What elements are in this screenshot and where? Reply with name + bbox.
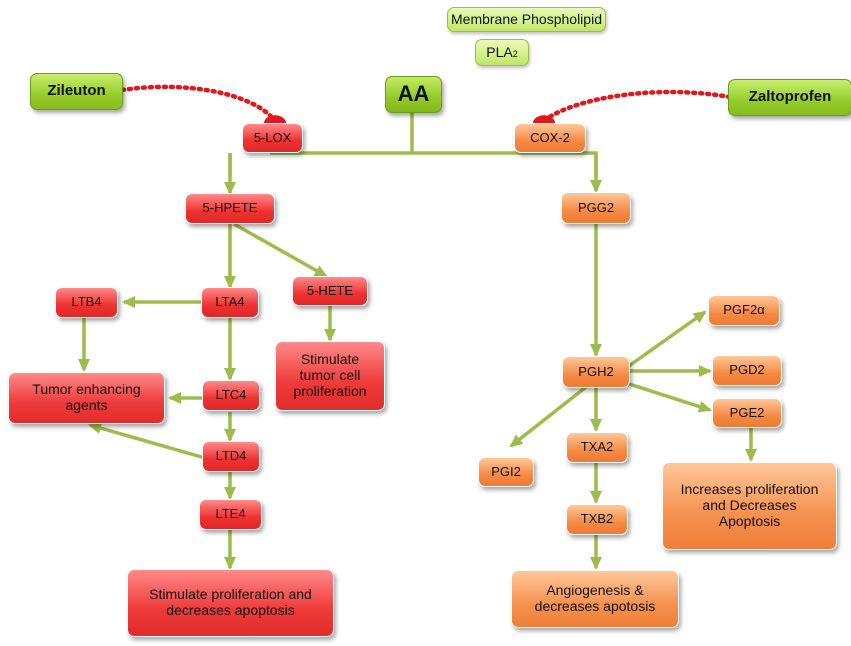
- ltb4-label: LTB4: [71, 294, 102, 310]
- zaltoprofen-inhibition-cap: [533, 115, 555, 123]
- txa2-node: TXA2: [566, 432, 628, 463]
- 5-hpete-node: 5-HPETE: [185, 193, 275, 224]
- tumor-enhancing-agents-node: Tumor enhancing agents: [8, 372, 165, 424]
- txb2-label: TXB2: [580, 511, 614, 527]
- txa2-label: TXA2: [580, 439, 614, 455]
- stimulate-tumor-cell-node: Stimulate tumor cell proliferation: [275, 341, 385, 411]
- pgh2-label: PGH2: [578, 363, 614, 379]
- pgg2-label: PGG2: [577, 199, 615, 215]
- txb2-node: TXB2: [566, 504, 628, 535]
- zaltoprofen-inhibition-curve: [542, 89, 733, 123]
- stimulate-proliferation-node: Stimulate proliferation and decreases ap…: [127, 569, 334, 637]
- pgg2-node: PGG2: [561, 192, 631, 224]
- pla2-label: PLA2: [486, 43, 518, 60]
- pgf2a-label: PGF2α: [723, 302, 765, 318]
- lte4-node: LTE4: [199, 499, 262, 530]
- angiogenesis-node: Angiogenesis & decreases apotosis: [511, 570, 679, 628]
- ltc4-label: LTC4: [215, 387, 247, 403]
- tumor-enhancing-agents-label: Tumor enhancing agents: [32, 381, 141, 413]
- stimulate-tumor-cell-label: Stimulate tumor cell proliferation: [293, 351, 367, 399]
- increases-proliferation-label: Increases proliferation and Decreases Ap…: [680, 481, 819, 529]
- membrane-phospholipid-label: Membrane Phospholipid: [451, 10, 602, 27]
- 5-hete-label: 5-HETE: [306, 282, 354, 298]
- aa-node: AA: [385, 76, 442, 113]
- cox-2-node: COX-2: [514, 123, 586, 153]
- pgi2-label: PGI2: [491, 463, 521, 479]
- zaltoprofen-node: Zaltoprofen: [728, 79, 851, 116]
- 5-lox-node: 5-LOX: [242, 123, 303, 153]
- arrow-5hpete-5hete: [233, 222, 328, 278]
- arrow-ltd4-tumor: [88, 422, 206, 460]
- cox-2-label: COX-2: [530, 129, 570, 145]
- zileuton-inhibition-cap: [264, 115, 286, 123]
- stimulate-proliferation-label: Stimulate proliferation and decreases ap…: [149, 586, 312, 618]
- ltb4-node: LTB4: [55, 287, 118, 318]
- arrow-pgh2-pgi2: [509, 385, 588, 448]
- aa-label: AA: [397, 81, 430, 107]
- arrow-pgh2-pgf2a: [624, 310, 707, 370]
- right-branch-line: [552, 151, 598, 177]
- 5-hete-node: 5-HETE: [292, 276, 368, 306]
- pge2-label: PGE2: [729, 404, 765, 420]
- angiogenesis-label: Angiogenesis & decreases apotosis: [534, 582, 656, 614]
- pgd2-label: PGD2: [729, 362, 765, 378]
- pgi2-node: PGI2: [478, 457, 534, 487]
- lte4-label: LTE4: [215, 506, 246, 522]
- increases-proliferation-node: Increases proliferation and Decreases Ap…: [662, 462, 837, 550]
- zileuton-inhibition-curve: [119, 84, 277, 123]
- zileuton-label: Zileuton: [47, 82, 106, 100]
- arrow-pgh2-pge2: [625, 381, 712, 413]
- pgh2-node: PGH2: [562, 356, 630, 388]
- lta4-label: LTA4: [215, 294, 245, 310]
- 5-lox-label: 5-LOX: [253, 129, 292, 145]
- 5-hpete-label: 5-HPETE: [202, 200, 258, 216]
- zaltoprofen-label: Zaltoprofen: [748, 88, 832, 106]
- zileuton-node: Zileuton: [30, 73, 123, 110]
- pgd2-node: PGD2: [712, 355, 782, 386]
- pge2-node: PGE2: [712, 398, 782, 428]
- ltc4-node: LTC4: [202, 380, 260, 411]
- pla2-node: PLA2: [475, 39, 529, 66]
- ltd4-node: LTD4: [202, 441, 260, 472]
- pgf2a-node: PGF2α: [708, 295, 780, 326]
- pla2-subscript: 2: [512, 48, 518, 59]
- ltd4-label: LTD4: [215, 448, 247, 464]
- membrane-phospholipid-node: Membrane Phospholipid: [447, 7, 606, 32]
- lta4-node: LTA4: [201, 287, 259, 318]
